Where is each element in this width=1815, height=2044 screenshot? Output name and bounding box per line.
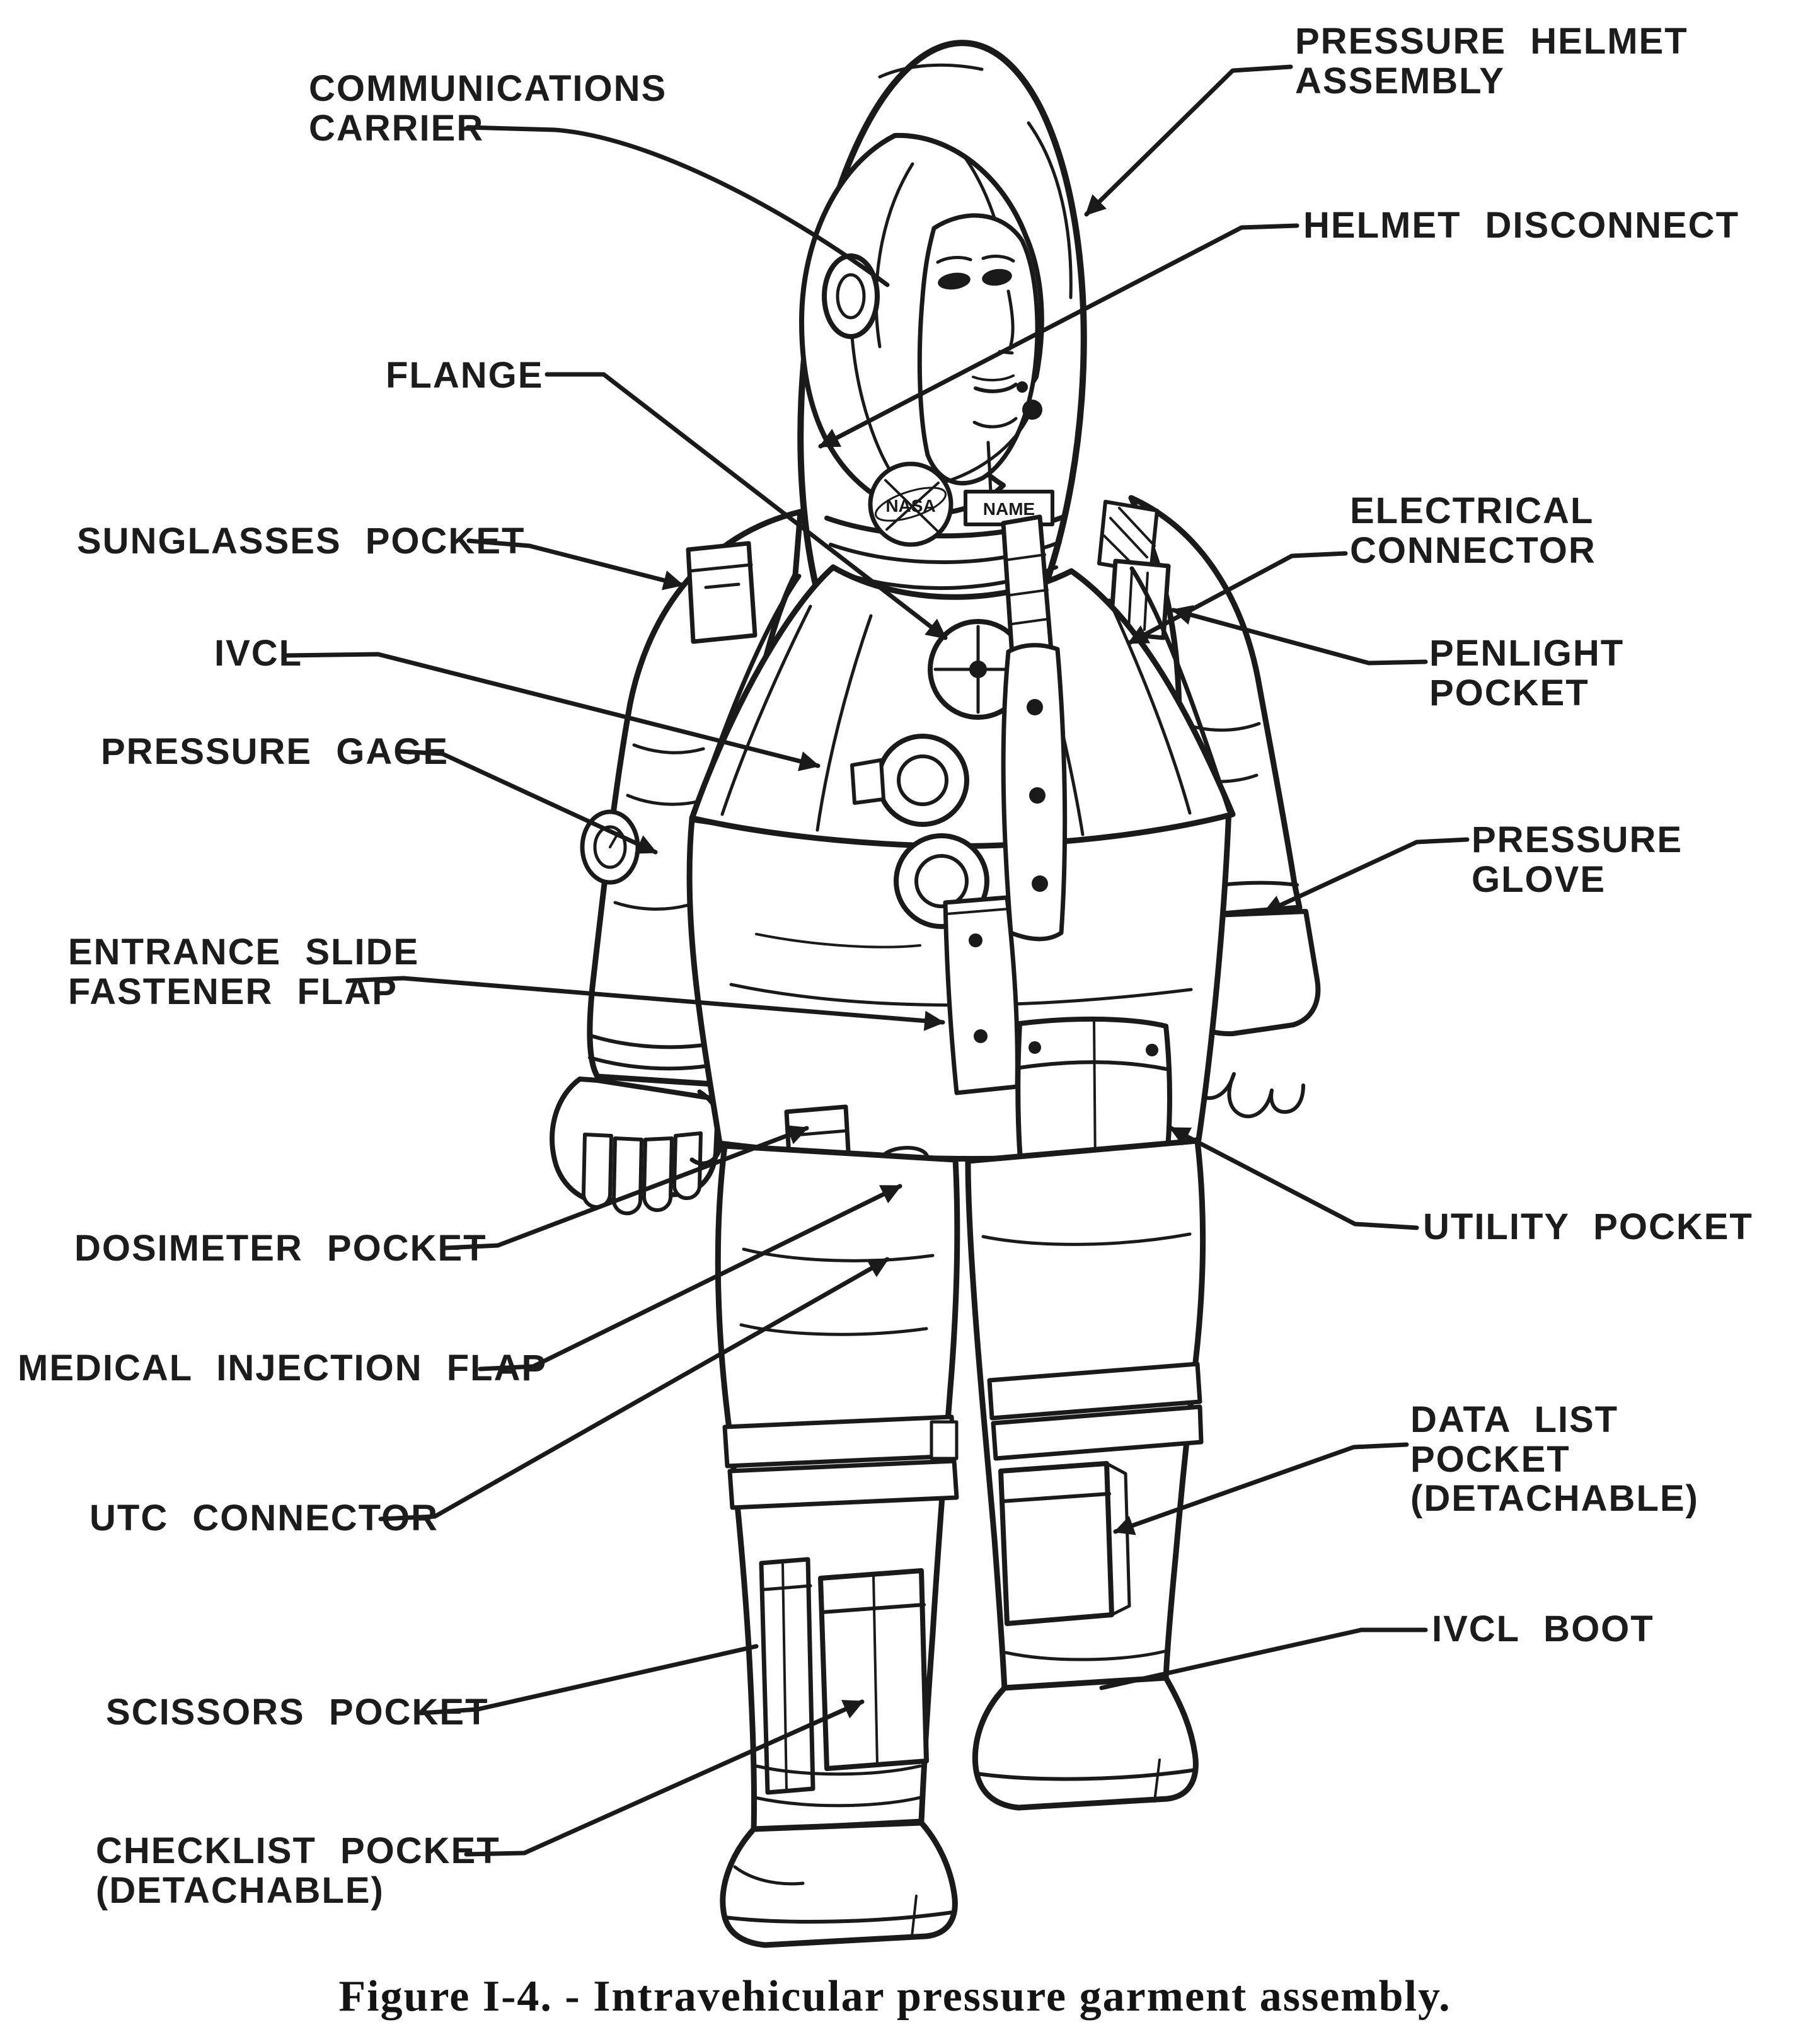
leader-pressure-gage xyxy=(397,749,658,855)
label-penlight-pocket: PENLIGHT POCKET xyxy=(1429,633,1625,713)
leader-pressure-helmet-assembly xyxy=(1084,64,1293,217)
gas-connectors-drawing xyxy=(850,734,989,929)
leader-data-list-pocket xyxy=(1113,1442,1409,1535)
leader-pressure-glove xyxy=(1262,837,1470,915)
electrical-connector-drawing xyxy=(1001,514,1068,942)
suit-drawing: NASA NAME xyxy=(550,40,1321,1948)
leader-ivcl xyxy=(282,652,821,771)
leader-helmet-disconnect xyxy=(818,223,1299,449)
label-entrance-slide-fastener-flap: ENTRANCE SLIDE FASTENER FLAP xyxy=(68,932,420,1012)
knee-straps-drawing xyxy=(722,1361,1204,1510)
label-electrical-connector: ELECTRICAL CONNECTOR xyxy=(1350,490,1596,571)
label-ivcl: IVCL xyxy=(214,633,303,674)
astronaut-face xyxy=(917,213,1042,488)
figure-caption: Figure I-4. - Intravehicular pressure ga… xyxy=(338,1972,1451,2021)
pressure-gage-drawing xyxy=(580,809,640,885)
label-medical-injection-flap: MEDICAL INJECTION FLAP xyxy=(18,1348,548,1389)
label-data-list-pocket: DATA LIST POCKET (DETACHABLE) xyxy=(1410,1399,1699,1520)
label-pressure-gage: PRESSURE GAGE xyxy=(101,731,449,772)
leader-entrance-slide-fastener-flap xyxy=(345,976,945,1031)
leader-checklist-pocket xyxy=(464,1699,865,1857)
left-boot-drawing xyxy=(720,1764,958,1948)
label-dosimeter-pocket: DOSIMETER POCKET xyxy=(74,1228,487,1269)
leader-medical-injection-flap xyxy=(478,1184,902,1371)
right-boot-drawing xyxy=(972,1649,1199,1811)
leader-lines xyxy=(282,64,1470,1857)
nasa-patch: NASA xyxy=(868,461,954,547)
name-tag-text: NAME xyxy=(983,499,1035,519)
entrance-flap-drawing xyxy=(943,895,1020,1095)
label-utility-pocket: UTILITY POCKET xyxy=(1423,1206,1753,1247)
leader-sunglasses-pocket xyxy=(466,538,684,591)
leader-utility-pocket xyxy=(1168,1126,1419,1230)
leader-utc-connector xyxy=(378,1257,890,1521)
scissors-pocket-drawing xyxy=(759,1557,815,1795)
label-helmet-disconnect: HELMET DISCONNECT xyxy=(1303,205,1739,246)
sunglasses-pocket-drawing xyxy=(686,541,758,644)
checklist-pocket-drawing xyxy=(818,1568,929,1771)
leader-communications-carrier xyxy=(465,125,890,287)
leader-flange xyxy=(544,372,948,640)
leader-penlight-pocket xyxy=(1171,605,1428,666)
label-utc-connector: UTC CONNECTOR xyxy=(89,1498,439,1539)
leader-ivcl-boot xyxy=(1099,1627,1428,1690)
label-scissors-pocket: SCISSORS POCKET xyxy=(106,1692,489,1733)
label-pressure-helmet-assembly: PRESSURE HELMET ASSEMBLY xyxy=(1295,21,1688,101)
label-pressure-glove: PRESSURE GLOVE xyxy=(1472,819,1683,900)
nasa-patch-text: NASA xyxy=(885,496,935,516)
leader-scissors-pocket xyxy=(418,1644,759,1716)
label-checklist-pocket: CHECKLIST POCKET (DETACHABLE) xyxy=(96,1830,500,1911)
label-ivcl-boot: IVCL BOOT xyxy=(1432,1608,1654,1649)
leader-dosimeter-pocket xyxy=(442,1125,809,1250)
label-sunglasses-pocket: SUNGLASSES POCKET xyxy=(77,521,526,562)
left-glove-drawing xyxy=(550,1034,725,1216)
label-communications-carrier: COMMUNICATIONS CARRIER xyxy=(309,68,667,149)
label-flange: FLANGE xyxy=(386,355,544,396)
data-list-pocket-drawing xyxy=(998,1461,1131,1626)
